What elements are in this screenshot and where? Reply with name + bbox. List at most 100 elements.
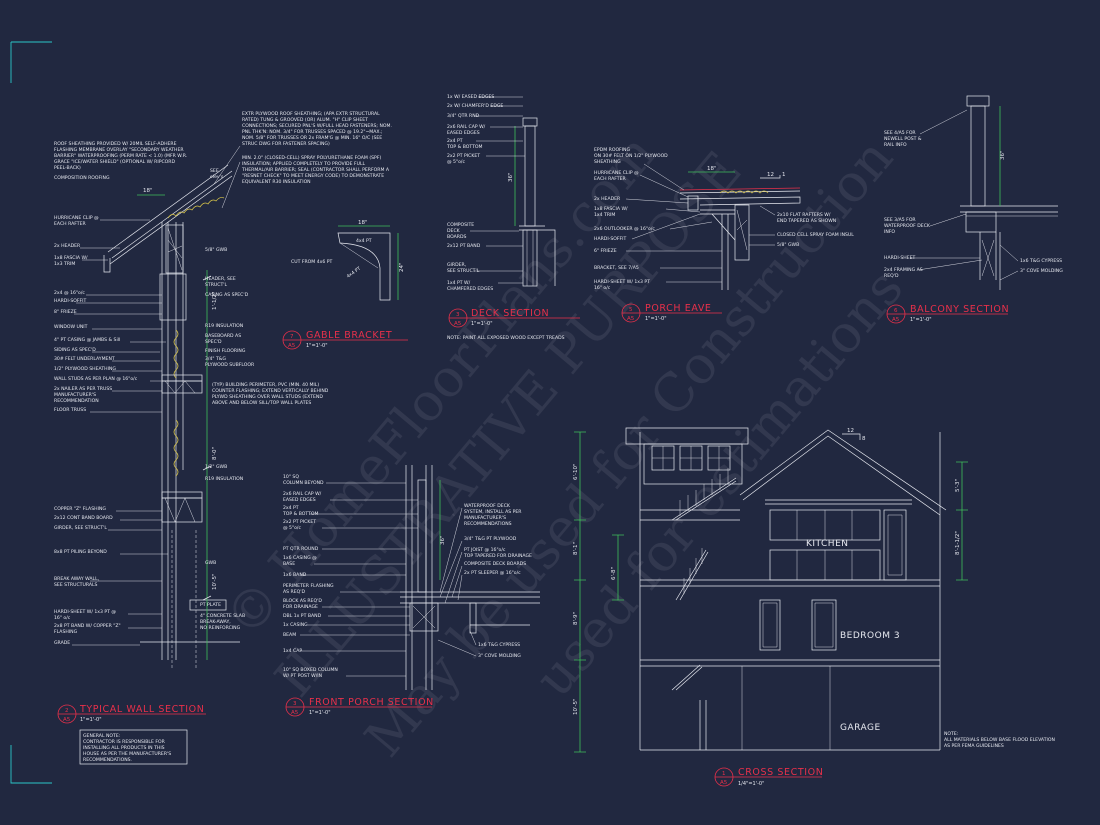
drawing-linework bbox=[675, 549, 709, 601]
drawing-linework bbox=[842, 433, 861, 440]
bracket-dim-side: 24" bbox=[399, 262, 405, 272]
eave-label: END TAPERED AS SHOWN bbox=[777, 218, 836, 224]
drawing-linework bbox=[165, 224, 184, 274]
cross-scale: 1/4"=1'-0" bbox=[738, 781, 764, 787]
cross-section-detail: 6'-10" 8'-1" 6'-8" 8'-9" 10'-5" 5'-3" 8'… bbox=[573, 427, 1055, 787]
wall-see-1: SEE bbox=[210, 168, 219, 174]
deck-labels: 1x W/ EASED EDGES 2x W/ CHAMFER'D EDGE 3… bbox=[446, 94, 525, 292]
general-note: GENERAL NOTE: CONTRACTOR IS RESPONSIBLE … bbox=[79, 729, 188, 765]
wall-note-insul-2: INSULATION; APPLIED COMPLETELY TO PROVID… bbox=[242, 161, 366, 167]
cross-sheet: A5 bbox=[720, 780, 728, 786]
bracket-dim-top: 18" bbox=[358, 220, 368, 226]
wall-detail-scale: 1"=1'-0" bbox=[80, 717, 102, 723]
wall-label-right: PLYWOOD SUBFLOOR bbox=[205, 362, 255, 368]
bracket-label-2: 4x4 PT bbox=[346, 266, 362, 280]
balcony-label: RAIL INFO bbox=[884, 142, 907, 148]
wall-label-left: HARDI-SOFFIT bbox=[54, 298, 87, 304]
porch-label-left: BASE bbox=[283, 561, 295, 567]
drawing-linework bbox=[545, 229, 556, 286]
wall-note-insul-5: EQUIVALENT R30 INSULATION bbox=[242, 179, 311, 185]
eave-label: 5/8" GWB bbox=[777, 242, 799, 248]
wall-note-left-4: GRACE "ICE/WATER SHIELD" (OPTIONAL W/ RI… bbox=[54, 159, 175, 165]
wall-note-top-5: NOM. 5/8" FOR TRUSSES OR 2x FRAM'G @ MIN… bbox=[242, 135, 382, 141]
wall-dim-2: 8'-0" bbox=[212, 447, 218, 460]
deck-label: 2x12 PT BAND bbox=[447, 243, 481, 249]
drawing-linework bbox=[412, 605, 436, 629]
drawing-linework bbox=[734, 204, 750, 261]
balcony-label: 3" COVE MOLDING bbox=[1020, 268, 1063, 274]
wall-note-top-1: EXTR PLYWOOD ROOF SHEATHING; (APA EXTR S… bbox=[242, 111, 380, 117]
drawing-linework bbox=[72, 219, 168, 646]
room-garage: GARAGE bbox=[840, 723, 881, 733]
drawing-linework bbox=[189, 599, 227, 611]
wall-label-right: 5/8" GWB bbox=[205, 247, 227, 253]
bracket-sheet: A5 bbox=[288, 343, 296, 349]
wall-label-left: 1x8 FASCIA W/ bbox=[54, 255, 88, 261]
drawing-linework bbox=[161, 222, 184, 660]
eave-label: HARDI-SOFFIT bbox=[594, 236, 627, 242]
wall-label-left: EACH RAFTER bbox=[54, 221, 87, 227]
cross-title: CROSS SECTION bbox=[738, 767, 823, 778]
drawing-linework bbox=[960, 205, 1058, 213]
eave-title: PORCH EAVE bbox=[645, 303, 712, 314]
wall-label-right: (TYP) BUILDING PERIMETER, PVC (MIN. 40 M… bbox=[212, 382, 319, 388]
drawing-linework bbox=[640, 659, 940, 667]
wall-label-right: R19 INSULATION bbox=[205, 323, 243, 329]
drawing-linework bbox=[762, 602, 834, 648]
eave-dim-18: 18" bbox=[707, 166, 717, 172]
gable-bracket-detail: 18" 24" 4x4 PT 4x4 PT CUT FROM 4x6 PT 7 … bbox=[282, 220, 408, 350]
wall-label-left: COPPER "Z" FLASHING bbox=[54, 506, 106, 512]
drawing-linework bbox=[671, 664, 703, 691]
eave-label: EPDM ROOFING bbox=[594, 147, 630, 153]
porch-label-left: 1x6 CASING @ bbox=[283, 555, 317, 561]
wall-label-right: BREAK-AWAY, bbox=[200, 619, 231, 625]
drawing-linework bbox=[405, 465, 433, 690]
porch-label-left: PERIMETER FLASHING bbox=[283, 583, 334, 589]
drawing-linework bbox=[161, 380, 203, 394]
deck-note: NOTE: PAINT ALL EXPOSED WOOD EXCEPT TREA… bbox=[447, 335, 565, 341]
wall-note-top-4: PNL THK'N: NOM. 3/4" FOR TRUSSES SPACED … bbox=[242, 129, 383, 135]
porch-title: FRONT PORCH SECTION bbox=[309, 697, 434, 708]
drawing-linework bbox=[739, 429, 947, 511]
wall-labels-left: HURRICANE CLIP @ EACH RAFTER 2x HEADER 1… bbox=[54, 215, 168, 646]
deck-sheet: A5 bbox=[454, 321, 462, 327]
eave-sheet: A5 bbox=[627, 316, 635, 322]
drawing-linework bbox=[213, 145, 241, 209]
wall-label-left: 30# FELT UNDERLAYMENT bbox=[54, 356, 115, 362]
drawing-linework bbox=[522, 229, 538, 287]
wall-see-2: elev's bbox=[210, 174, 224, 180]
drawing-linework bbox=[103, 255, 111, 273]
deck-label: @ 5"o/c bbox=[447, 159, 465, 165]
general-note-line: CONTRACTOR IS RESPONSIBLE FOR bbox=[83, 739, 166, 745]
general-note-line: INSTALLING ALL PRODUCTS IN THIS bbox=[83, 745, 165, 751]
deck-label: EASED EDGES bbox=[447, 130, 480, 136]
wall-label-left: 16" o/c bbox=[54, 615, 71, 621]
drawing-linework bbox=[625, 427, 749, 445]
deck-scale: 1"=1'-0" bbox=[471, 321, 493, 327]
eave-label: EACH RAFTER bbox=[594, 176, 627, 182]
drawing-linework bbox=[741, 666, 831, 750]
general-note-line: GENERAL NOTE: bbox=[83, 733, 121, 739]
cross-pitch-rise: 8 bbox=[862, 436, 866, 442]
wall-note-insul-1: MIN. 2.0" (CLOSED-CELL) SPRAY POLYURETHA… bbox=[242, 155, 381, 161]
drawing-linework bbox=[469, 602, 477, 634]
porch-sheet: A5 bbox=[291, 710, 299, 716]
wall-detail-sheet: A5 bbox=[63, 717, 71, 723]
porch-dim: 36" bbox=[440, 535, 446, 545]
wall-note-left-1: ROOF SHEATHING PROVIDED W/ 20MIL SELF-AD… bbox=[54, 141, 177, 147]
wall-label-left: BREAK AWAY WALL, bbox=[54, 576, 100, 582]
wall-label-left: 8x8 PT PILING BEYOND bbox=[54, 549, 107, 555]
eave-pitch-rise: 1 bbox=[782, 172, 786, 178]
drawing-linework bbox=[979, 232, 1001, 290]
balcony-label: SEE 3/A5 FOR bbox=[884, 217, 916, 223]
drawing-linework bbox=[526, 230, 534, 286]
cross-pitch: 12 bbox=[847, 428, 854, 434]
porch-label-right: 2x PT SLEEPER @ 16"o/c bbox=[464, 570, 521, 576]
wall-note-top-3: CONNECTIONS; SECURED PNL'S W/FULL HEAD F… bbox=[242, 123, 392, 129]
drawing-linework bbox=[470, 96, 525, 284]
wall-label-left: 2x8 PT BAND W/ COPPER "Z" bbox=[54, 623, 121, 629]
porch-label-left: FOR DRAINAGE bbox=[283, 604, 318, 610]
cross-dim-left-5: 10'-5" bbox=[573, 698, 579, 715]
drawing-linework bbox=[760, 175, 781, 179]
